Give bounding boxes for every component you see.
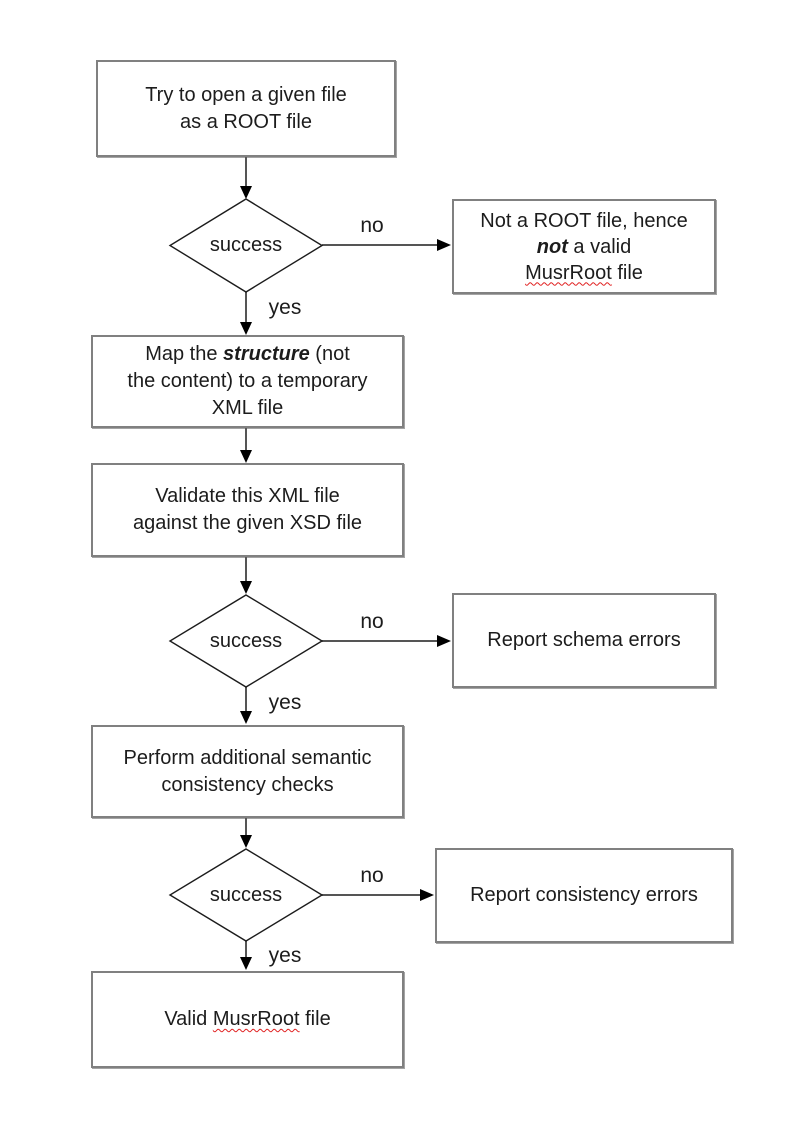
arrowhead-down-icon xyxy=(240,186,252,199)
edge-label-yes-2: yes xyxy=(268,691,302,714)
edge-label-yes-1: yes xyxy=(268,296,302,319)
connector-lines xyxy=(245,157,438,958)
arrowhead-down-icon xyxy=(240,957,252,970)
arrowhead-right-icon xyxy=(437,239,451,251)
decision-diamond-success-3 xyxy=(168,848,324,942)
process-box-try-open-file: Try to open a given file as a ROOT file xyxy=(96,60,396,157)
box-text-line: Report consistency errors xyxy=(470,884,698,906)
box-text-segment: file xyxy=(611,261,643,284)
box-text-line: XML file xyxy=(211,397,284,419)
edge-label-no-3: no xyxy=(360,864,384,887)
box-text-segment: a valid xyxy=(567,235,632,258)
box-text-line: not a valid xyxy=(537,234,631,260)
terminal-box-valid-musrroot-file: Valid MusrRoot file xyxy=(91,971,404,1068)
box-text-line: against the given XSD file xyxy=(132,512,363,534)
process-box-map-structure: Map the structure (not the content) to a… xyxy=(91,335,404,428)
decision-diamond-success-1 xyxy=(168,198,324,293)
emphasized-word: not xyxy=(536,235,568,258)
box-text-line: Report schema errors xyxy=(487,629,681,651)
arrowhead-down-icon xyxy=(240,711,252,724)
result-box-not-root-file: Not a ROOT file, hence not a valid MusrR… xyxy=(452,199,716,294)
spellchecked-word: MusrRoot xyxy=(525,261,612,284)
box-text-segment: file xyxy=(299,1008,331,1030)
emphasized-word: structure xyxy=(223,343,310,365)
arrowhead-down-icon xyxy=(240,322,252,335)
box-text-segment: Valid xyxy=(164,1008,213,1030)
arrowhead-right-icon xyxy=(420,889,434,901)
box-text-line: as a ROOT file xyxy=(180,110,312,133)
box-text-line: Not a ROOT file, hence xyxy=(480,209,688,232)
box-text-line: consistency checks xyxy=(161,773,334,796)
box-text-line: Perform additional semantic xyxy=(123,746,372,769)
decision-diamonds xyxy=(168,198,324,942)
arrowhead-down-icon xyxy=(240,581,252,594)
box-text-line: the content) to a temporary xyxy=(127,370,368,392)
arrowheads xyxy=(240,186,451,970)
box-text-line: Validate this XML file xyxy=(155,485,340,507)
box-text-line: Map the structure (not xyxy=(145,341,350,368)
result-box-report-schema-errors: Report schema errors xyxy=(452,593,716,688)
box-text-line: MusrRoot file xyxy=(525,260,643,286)
decision-label-success-1: success xyxy=(209,234,283,256)
arrowhead-right-icon xyxy=(437,635,451,647)
edge-label-no-1: no xyxy=(360,214,384,237)
edge-label-yes-3: yes xyxy=(268,944,302,967)
decision-label-success-2: success xyxy=(209,630,283,652)
box-text-segment: (not xyxy=(309,343,350,365)
box-text-segment: Map the xyxy=(145,343,224,365)
decision-diamond-success-2 xyxy=(168,594,324,688)
process-box-validate-xml: Validate this XML file against the given… xyxy=(91,463,404,557)
process-box-semantic-checks: Perform additional semantic consistency … xyxy=(91,725,404,818)
arrowhead-down-icon xyxy=(240,450,252,463)
box-text-line: Valid MusrRoot file xyxy=(164,1006,330,1033)
arrowhead-down-icon xyxy=(240,835,252,848)
edge-label-no-2: no xyxy=(360,610,384,633)
decision-label-success-3: success xyxy=(209,884,283,906)
spellchecked-word: MusrRoot xyxy=(212,1008,300,1030)
result-box-report-consistency-errors: Report consistency errors xyxy=(435,848,733,943)
box-text-line: Try to open a given file xyxy=(145,83,347,106)
